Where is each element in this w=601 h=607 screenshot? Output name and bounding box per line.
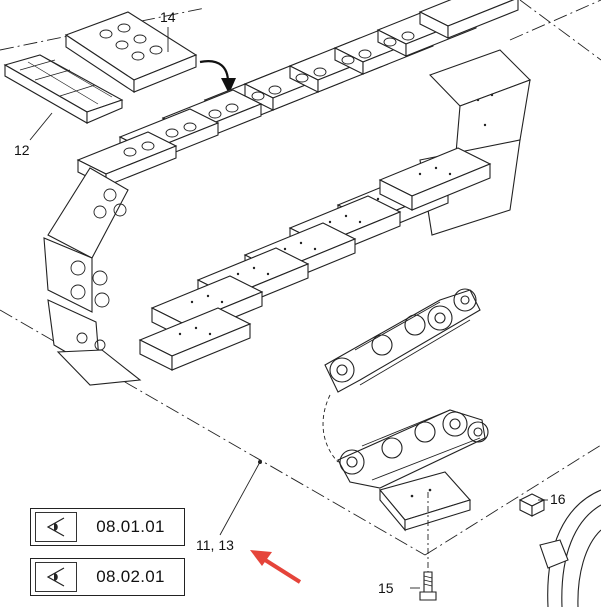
eye-view-icon: [35, 562, 77, 592]
part-12-rubber-pad: [3, 54, 124, 124]
reference-box-1[interactable]: 08.01.01: [30, 508, 185, 546]
part-15-bolt: [419, 571, 437, 601]
chain-path-dashed: [322, 394, 339, 463]
track-upper-pads: [77, 0, 519, 187]
callout-14: 14: [160, 9, 176, 25]
part-16-nut: [518, 493, 546, 517]
part-14-pad: [64, 11, 198, 94]
reference-box-2[interactable]: 08.02.01: [30, 558, 185, 596]
callout-12: 12: [14, 142, 30, 158]
track-left-end-pads: [43, 167, 142, 386]
highlight-arrow: [250, 550, 302, 584]
callout-11-13: 11, 13: [196, 537, 234, 553]
chain-link-assembly-upper: [324, 288, 481, 393]
chain-link-assembly-lower: [337, 409, 489, 489]
leader-lines: [29, 27, 548, 589]
reference-code: 08.02.01: [96, 567, 165, 586]
callout-15: 15: [378, 580, 394, 596]
mounting-direction-arrow: [199, 60, 236, 94]
leader-dot-11-13: [258, 460, 262, 464]
single-track-shoe: [379, 471, 471, 532]
callout-16: 16: [550, 491, 566, 507]
track-right-end-pads: [419, 49, 531, 236]
track-lower-shoes: [139, 147, 491, 371]
idler-wheel-partial: [539, 489, 601, 607]
eye-view-icon: [35, 512, 77, 542]
reference-code: 08.01.01: [96, 517, 165, 536]
